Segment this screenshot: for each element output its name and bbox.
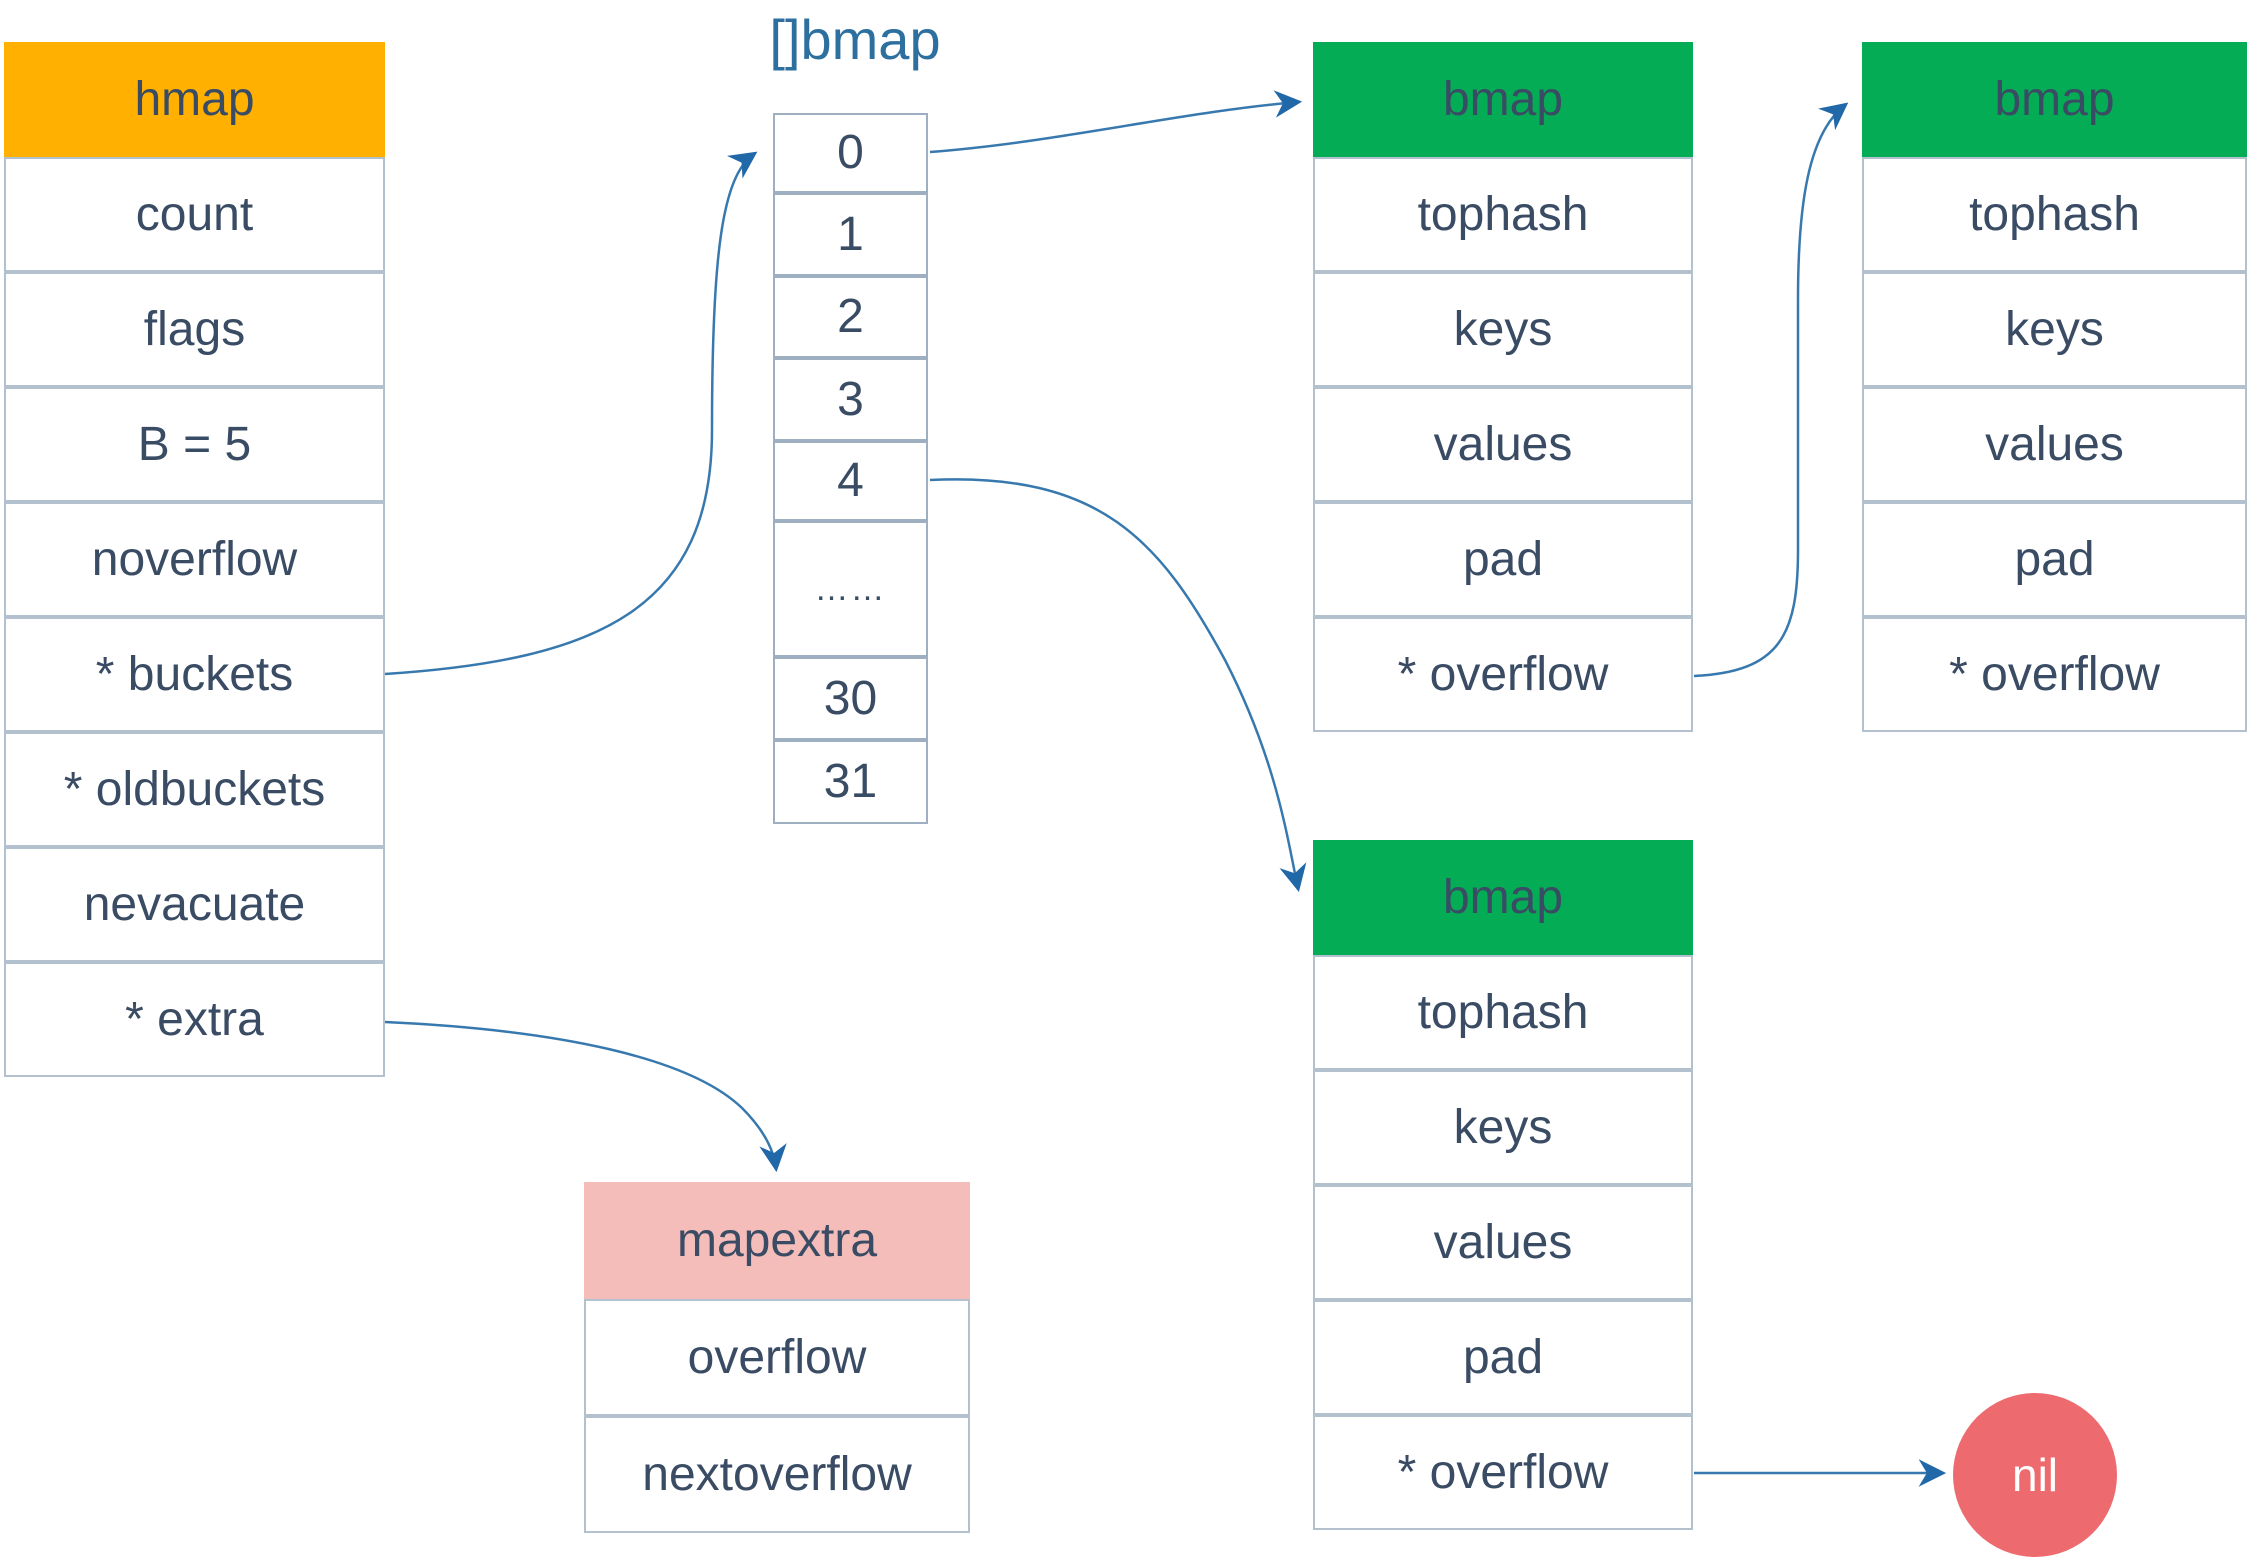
bucket-array: 0 1 2 3 4 …… 30 31 — [773, 113, 928, 824]
bucket-cell-4: 4 — [773, 441, 928, 521]
bmap-right-field-values: values — [1862, 387, 2247, 502]
mapextra-table: mapextra overflow nextoverflow — [584, 1182, 970, 1533]
bmap-top-header: bmap — [1313, 42, 1693, 157]
bucket-cell-3: 3 — [773, 358, 928, 441]
bucket-cell-30: 30 — [773, 657, 928, 740]
bucket-cell-0: 0 — [773, 113, 928, 193]
bmap-bottom-field-keys: keys — [1313, 1070, 1693, 1185]
bmap-right-header: bmap — [1862, 42, 2247, 157]
bmap-bottom-table: bmap tophash keys values pad * overflow — [1313, 840, 1693, 1530]
bucket-cell-ellipsis: …… — [773, 521, 928, 657]
hmap-field-extra: * extra — [4, 962, 385, 1077]
bucket-cell-31: 31 — [773, 740, 928, 824]
bmap-right-field-tophash: tophash — [1862, 157, 2247, 272]
nil-label: nil — [2011, 1449, 2059, 1501]
hmap-field-buckets: * buckets — [4, 617, 385, 732]
nil-node: nil — [1953, 1393, 2117, 1557]
bmap-right-field-overflow: * overflow — [1862, 617, 2247, 732]
hmap-field-nevacuate: nevacuate — [4, 847, 385, 962]
bmap-right-table: bmap tophash keys values pad * overflow — [1862, 42, 2247, 732]
bmap-right-field-pad: pad — [1862, 502, 2247, 617]
bmap-bottom-header: bmap — [1313, 840, 1693, 955]
hmap-field-b: B = 5 — [4, 387, 385, 502]
bucket-cell-1: 1 — [773, 193, 928, 276]
arrow-array0-to-bmap-top — [929, 90, 1303, 154]
hmap-field-flags: flags — [4, 272, 385, 387]
hmap-struct-table: hmap count flags B = 5 noverflow * bucke… — [4, 42, 385, 1077]
bmap-top-field-keys: keys — [1313, 272, 1693, 387]
bmap-top-table: bmap tophash keys values pad * overflow — [1313, 42, 1693, 732]
hmap-field-count: count — [4, 157, 385, 272]
bucket-cell-2: 2 — [773, 276, 928, 358]
arrow-array4-to-bmap-bottom — [929, 478, 1307, 893]
hmap-header: hmap — [4, 42, 385, 157]
arrow-extra-to-mapextra — [384, 1020, 787, 1173]
arrow-overflow-to-bmap-right — [1693, 102, 1849, 678]
bmap-top-field-overflow: * overflow — [1313, 617, 1693, 732]
bmap-bottom-field-overflow: * overflow — [1313, 1415, 1693, 1530]
mapextra-field-nextoverflow: nextoverflow — [584, 1416, 970, 1533]
bmap-bottom-field-tophash: tophash — [1313, 955, 1693, 1070]
bmap-top-field-tophash: tophash — [1313, 157, 1693, 272]
bmap-right-field-keys: keys — [1862, 272, 2247, 387]
bmap-top-field-pad: pad — [1313, 502, 1693, 617]
hmap-field-noverflow: noverflow — [4, 502, 385, 617]
mapextra-header: mapextra — [584, 1182, 970, 1299]
bmap-bottom-field-values: values — [1313, 1185, 1693, 1300]
mapextra-field-overflow: overflow — [584, 1299, 970, 1416]
hmap-field-oldbuckets: * oldbuckets — [4, 732, 385, 847]
arrow-buckets-to-array — [384, 151, 758, 676]
bucket-array-label: []bmap — [769, 8, 941, 71]
bmap-bottom-field-pad: pad — [1313, 1300, 1693, 1415]
bmap-top-field-values: values — [1313, 387, 1693, 502]
